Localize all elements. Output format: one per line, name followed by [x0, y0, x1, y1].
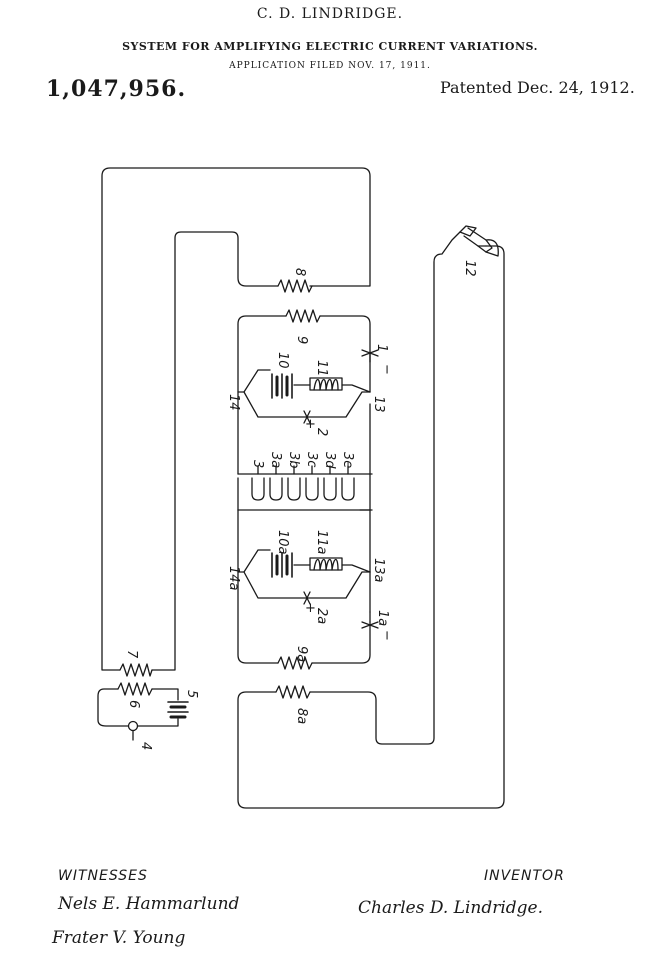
label-1a: 1a: [375, 610, 390, 626]
label-13: 13: [371, 396, 386, 413]
label-10: 10: [275, 352, 290, 369]
label-plus-2: +: [305, 417, 316, 432]
label-7: 7: [124, 650, 139, 659]
label-3: 3: [250, 460, 265, 468]
patent-title: SYSTEM FOR AMPLIFYING ELECTRIC CURRENT V…: [122, 40, 538, 53]
label-11a: 11a: [314, 530, 329, 555]
label-minus-1a: −: [379, 630, 394, 641]
telephone-receiver-icon: [459, 225, 499, 257]
terminal-4: [127, 720, 139, 732]
patent-number: 1,047,956.: [46, 76, 187, 102]
label-minus-1: −: [379, 364, 394, 375]
label-2: 2: [314, 428, 329, 436]
label-3b: 3b: [286, 452, 301, 469]
lower-amplifier-circuit: [237, 509, 379, 670]
label-1: 1: [374, 344, 389, 352]
label-8: 8: [292, 268, 307, 276]
diagram-labels: 8 9 10 11 1 − 14 13 2 + 3 3a 3b 3c 3d 3e…: [124, 260, 477, 750]
label-14: 14: [226, 394, 241, 411]
label-13a: 13a: [371, 558, 386, 583]
transformer-winding-8: [277, 279, 313, 293]
label-5: 5: [184, 690, 199, 698]
primary-line-loop: [101, 167, 371, 671]
witness-signature-2: Frater V. Young: [52, 928, 186, 948]
witnesses-label: WITNESSES: [58, 868, 148, 884]
receiver-loop: [237, 231, 505, 809]
application-filed-line: APPLICATION FILED NOV. 17, 1911.: [229, 61, 431, 71]
label-4: 4: [138, 742, 153, 750]
local-circuit-6: [97, 682, 189, 741]
label-3c: 3c: [304, 452, 319, 467]
label-plus-2a: +: [305, 601, 316, 616]
label-2a: 2a: [314, 608, 329, 624]
label-3e: 3e: [340, 452, 355, 468]
label-11: 11: [314, 360, 329, 377]
coupling-coils-3: [237, 465, 373, 511]
label-9: 9: [294, 336, 309, 344]
label-8a: 8a: [294, 708, 309, 724]
label-3a: 3a: [268, 452, 283, 468]
patented-date: Patented Dec. 24, 1912.: [440, 78, 635, 97]
inventor-name: C. D. LINDRIDGE.: [256, 6, 404, 22]
label-12: 12: [462, 260, 477, 277]
label-6: 6: [126, 700, 141, 708]
label-9a: 9a: [294, 646, 309, 662]
label-10a: 10a: [275, 530, 290, 555]
transformer-winding-7: [119, 663, 153, 677]
label-14a: 14a: [226, 566, 241, 591]
witness-signature-1: Nels E. Hammarlund: [58, 894, 240, 914]
inventor-label: INVENTOR: [484, 868, 565, 884]
inventor-signature: Charles D. Lindridge.: [358, 898, 544, 918]
label-3d: 3d: [322, 452, 337, 469]
